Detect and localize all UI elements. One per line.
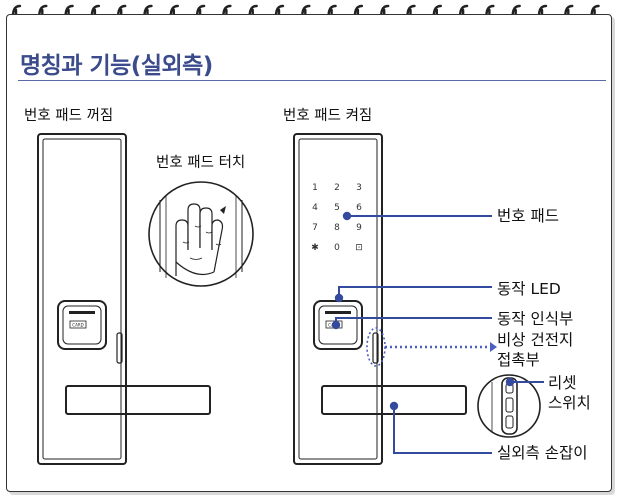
- label-reset-switch: 스위치: [548, 394, 591, 412]
- label-outdoor-handle: 실외측 손잡이: [497, 444, 588, 462]
- callout-dots: [331, 211, 399, 411]
- battery-arrow: [490, 342, 497, 352]
- label-emergency-battery: 비상 건전지: [497, 331, 574, 349]
- keypad-key-9: ✱: [311, 243, 319, 253]
- lock-body-left: [37, 133, 211, 465]
- keypad-key-0: 1: [312, 183, 318, 193]
- keypad-key-4: 5: [334, 203, 340, 213]
- keypad-key-11: ⊡: [355, 243, 363, 253]
- keypad-key-1: 2: [334, 183, 340, 193]
- caption-keypad-touch: 번호 패드 터치: [156, 155, 246, 171]
- touch-illustration: [148, 181, 254, 287]
- title-divider: [18, 80, 606, 81]
- keypad-key-5: 6: [356, 203, 362, 213]
- label-reset: 리셋: [548, 374, 577, 392]
- label-operation-led: 동작 LED: [497, 280, 561, 298]
- reset-switch-inset: [477, 374, 544, 438]
- keypad-key-10: 0: [334, 243, 340, 253]
- keypad-key-3: 4: [312, 203, 318, 213]
- caption-keypad-on: 번호 패드 켜짐: [283, 108, 373, 124]
- label-motion-sensor: 동작 인식부: [497, 310, 574, 328]
- keypad-grid: 1 2 3 4 5 6 7 8 9 ✱ 0 ⊡: [311, 183, 363, 253]
- keypad-key-8: 9: [356, 223, 362, 233]
- keypad-key-7: 8: [334, 223, 340, 233]
- caption-keypad-off: 번호 패드 꺼짐: [24, 108, 114, 124]
- label-battery-contact: 접촉부: [497, 351, 540, 369]
- card-text-left: CARD: [72, 323, 83, 328]
- lock-body-right: [293, 133, 467, 465]
- keypad-key-6: 7: [312, 223, 318, 233]
- section-title: 명칭과 기능(실외측): [20, 53, 213, 79]
- label-keypad: 번호 패드: [497, 207, 559, 225]
- keypad-key-2: 3: [356, 183, 362, 193]
